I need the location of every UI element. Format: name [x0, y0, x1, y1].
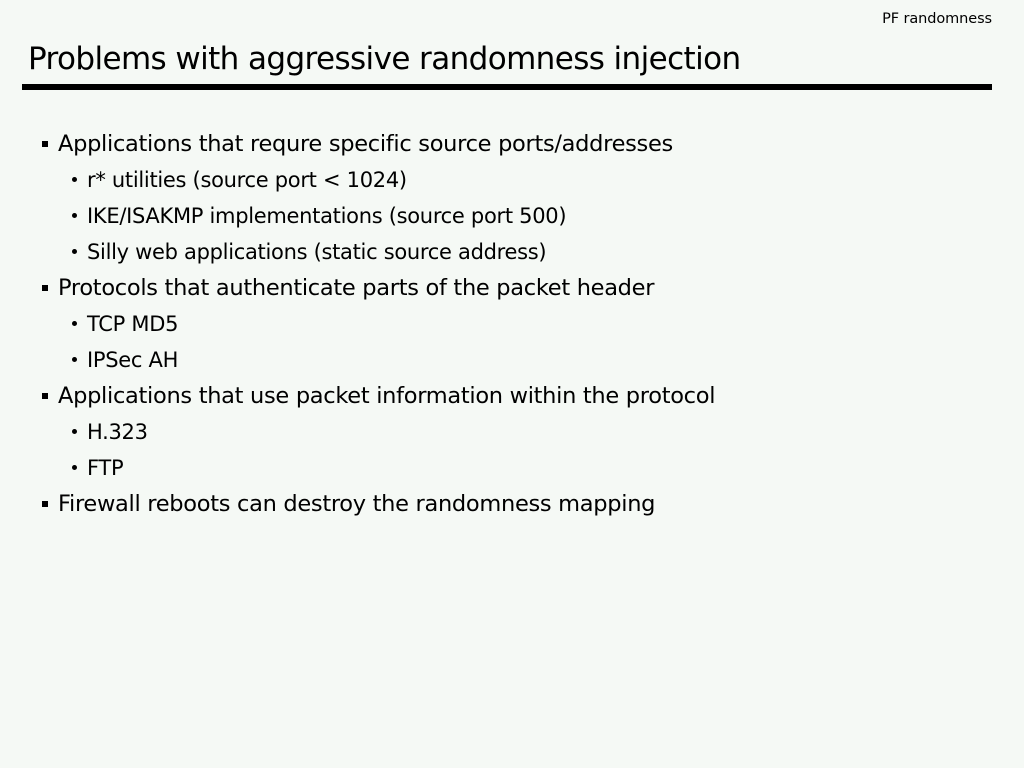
list-item: TCP MD5 [0, 306, 1024, 342]
bullet-level2: H.323 [0, 414, 1024, 450]
bullet-list-level2: TCP MD5 IPSec AH [0, 306, 1024, 378]
bullet-level2-label: TCP MD5 [87, 312, 179, 336]
bullet-level2: r* utilities (source port < 1024) [0, 162, 1024, 198]
bullet-list-level2: H.323 FTP [0, 414, 1024, 486]
bullet-level1-label: Applications that use packet information… [58, 383, 716, 409]
square-bullet-icon [42, 141, 48, 147]
list-item: Applications that requre specific source… [0, 126, 1024, 270]
slide-header-label: PF randomness [882, 11, 992, 27]
square-bullet-icon [42, 501, 48, 507]
bullet-level2: Silly web applications (static source ad… [0, 234, 1024, 270]
round-bullet-icon [72, 429, 77, 434]
page-title: Problems with aggressive randomness inje… [28, 41, 741, 77]
bullet-level2-label: r* utilities (source port < 1024) [87, 168, 407, 192]
square-bullet-icon [42, 393, 48, 399]
round-bullet-icon [72, 177, 77, 182]
bullet-level1-label: Firewall reboots can destroy the randomn… [58, 491, 656, 517]
round-bullet-icon [72, 357, 77, 362]
bullet-level2: IKE/ISAKMP implementations (source port … [0, 198, 1024, 234]
list-item: Applications that use packet information… [0, 378, 1024, 486]
bullet-list-level2: r* utilities (source port < 1024) IKE/IS… [0, 162, 1024, 270]
bullet-level2: FTP [0, 450, 1024, 486]
round-bullet-icon [72, 249, 77, 254]
list-item: Firewall reboots can destroy the randomn… [0, 486, 1024, 522]
bullet-level2-label: Silly web applications (static source ad… [87, 240, 547, 264]
bullet-level2-label: IKE/ISAKMP implementations (source port … [87, 204, 567, 228]
round-bullet-icon [72, 213, 77, 218]
bullet-level1: Protocols that authenticate parts of the… [0, 270, 1024, 306]
title-divider [22, 84, 992, 90]
bullet-list-level1: Applications that requre specific source… [0, 126, 1024, 522]
bullet-level1-label: Protocols that authenticate parts of the… [58, 275, 655, 301]
bullet-level1: Applications that requre specific source… [0, 126, 1024, 162]
bullet-level2: TCP MD5 [0, 306, 1024, 342]
list-item: IPSec AH [0, 342, 1024, 378]
list-item: FTP [0, 450, 1024, 486]
slide-body: Applications that requre specific source… [0, 126, 1024, 522]
bullet-level2-label: FTP [87, 456, 124, 480]
bullet-level1: Firewall reboots can destroy the randomn… [0, 486, 1024, 522]
list-item: Protocols that authenticate parts of the… [0, 270, 1024, 378]
list-item: H.323 [0, 414, 1024, 450]
bullet-level1: Applications that use packet information… [0, 378, 1024, 414]
list-item: r* utilities (source port < 1024) [0, 162, 1024, 198]
round-bullet-icon [72, 465, 77, 470]
bullet-level2-label: IPSec AH [87, 348, 179, 372]
list-item: IKE/ISAKMP implementations (source port … [0, 198, 1024, 234]
bullet-level2: IPSec AH [0, 342, 1024, 378]
bullet-level2-label: H.323 [87, 420, 148, 444]
square-bullet-icon [42, 285, 48, 291]
round-bullet-icon [72, 321, 77, 326]
bullet-level1-label: Applications that requre specific source… [58, 131, 673, 157]
list-item: Silly web applications (static source ad… [0, 234, 1024, 270]
